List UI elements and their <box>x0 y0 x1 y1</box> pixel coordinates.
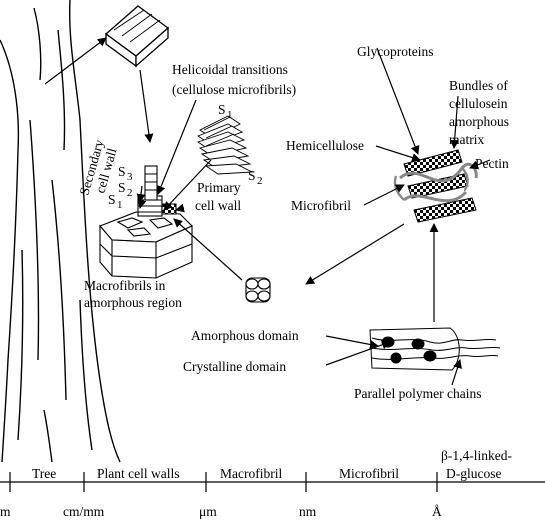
glycoproteins-label: Glycoproteins <box>357 44 434 59</box>
svg-text:S: S <box>118 164 126 179</box>
parallel-chains-label: Parallel polymer chains <box>354 386 481 401</box>
scale-glucose-label-line1: β-1,4-linked- <box>441 448 512 463</box>
wood-block-illustration <box>104 5 170 68</box>
svg-text:S: S <box>218 102 226 117</box>
scale-segment-macrofibril: Macrofibril <box>220 466 282 481</box>
tree-trunk-illustration <box>0 0 121 463</box>
svg-text:3: 3 <box>127 171 133 183</box>
s1-layer-label-top: S 1 <box>218 102 233 121</box>
scale-glucose-label-line2: D-glucose <box>446 466 501 481</box>
bundles-label-line3: amorphous <box>449 114 509 129</box>
s3-layer-label: S 3 <box>118 164 133 183</box>
scale-tick-um: μm <box>199 504 217 519</box>
svg-text:1: 1 <box>227 109 233 121</box>
size-scale-bar: Tree Plant cell walls Macrofibril Microf… <box>0 448 545 519</box>
svg-text:1: 1 <box>117 199 123 211</box>
macrofibrils-label-line2: amorphous region <box>84 295 182 310</box>
amorphous-domain-label: Amorphous domain <box>191 328 299 343</box>
scale-tick-m: m <box>0 504 11 519</box>
pectin-label: Pectin <box>475 156 509 171</box>
crystalline-domain-label: Crystalline domain <box>183 359 286 374</box>
s2-layer-label-left: S 2 <box>118 180 133 199</box>
macrofibril-bundle-illustration <box>245 277 271 303</box>
primary-wall-label-line2: cell wall <box>195 198 241 213</box>
s1-layer-label-left: S 1 <box>108 192 123 211</box>
helicoidal-sheets-illustration <box>196 115 254 175</box>
helicoidal-label-line1: Helicoidal transitions <box>172 62 288 77</box>
hemicellulose-label: Hemicellulose <box>286 138 364 153</box>
scale-segment-plant-cell-walls: Plant cell walls <box>97 466 179 481</box>
svg-text:S: S <box>108 192 116 207</box>
primary-wall-label-line1: Primary <box>197 180 241 195</box>
scale-tick-angstrom: Å <box>432 504 442 519</box>
cell-wall-block-illustration <box>99 165 193 279</box>
helicoidal-label-line2: (cellulose microfibrils) <box>172 82 296 97</box>
bundles-label-line1: Bundles of <box>449 78 508 93</box>
svg-text:S: S <box>118 180 126 195</box>
scale-segment-tree: Tree <box>32 466 56 481</box>
scale-segment-microfibril: Microfibril <box>339 466 399 481</box>
svg-text:S: S <box>248 168 256 183</box>
microfibril-label: Microfibril <box>291 198 351 213</box>
bundles-label-line4: matrix <box>449 132 484 147</box>
scale-tick-nm: nm <box>299 504 317 519</box>
svg-text:2: 2 <box>127 187 133 199</box>
crystalline-domain-illustration <box>369 327 501 371</box>
process-arrows <box>44 37 491 386</box>
scale-tick-cm-mm: cm/mm <box>63 504 105 519</box>
s2-layer-label-right: S 2 <box>248 168 263 187</box>
bundles-label-line2: cellulosein <box>449 96 508 111</box>
microfibril-bundle-illustration <box>393 149 478 223</box>
svg-text:2: 2 <box>257 175 263 187</box>
macrofibrils-label-line1: Macrofibrils in <box>84 278 166 293</box>
